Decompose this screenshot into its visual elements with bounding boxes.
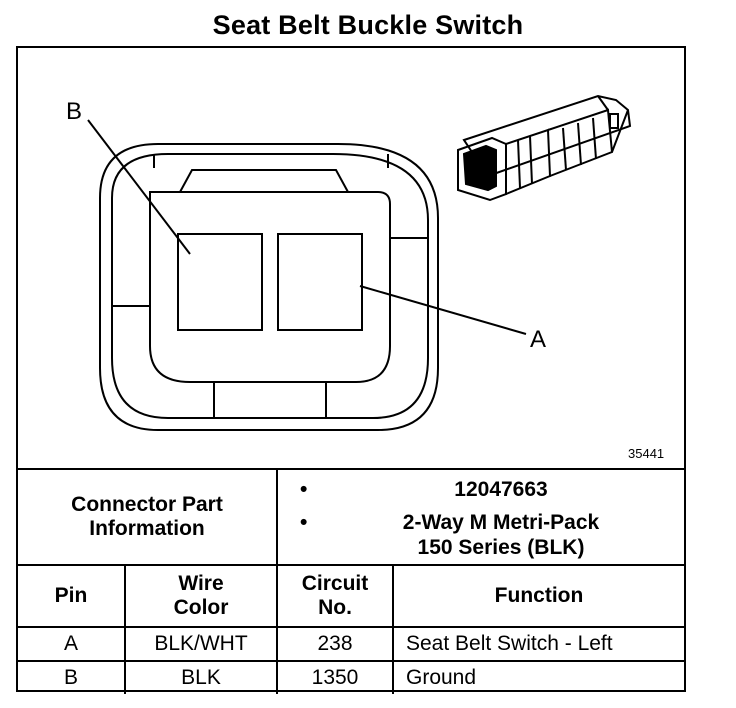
table-header-row: Pin Wire Color Circuit No. Function	[18, 564, 684, 628]
header-circuit: Circuit No.	[276, 564, 394, 628]
connector-info-item-cont: 150 Series (BLK)	[318, 535, 684, 560]
diagram-frame: B A 35441 Connector Part Information • 12…	[16, 46, 686, 694]
table-row: A BLK/WHT 238 Seat Belt Switch - Left	[18, 626, 684, 662]
connector-info-label: Connector Part Information	[18, 468, 278, 566]
page-title: Seat Belt Buckle Switch	[212, 10, 524, 40]
header-wire-color-line2: Color	[173, 596, 229, 619]
header-function-text: Function	[494, 584, 584, 607]
pin-cavity-b	[177, 233, 263, 331]
row-b-wire-color: BLK	[124, 660, 278, 694]
row-a-wire-color: BLK/WHT	[124, 626, 278, 662]
connector-latch	[179, 169, 349, 193]
part-number: 12047663	[454, 477, 548, 501]
connector-inner-ring	[111, 153, 429, 419]
connector-info-item: • 2-Way M Metri-Pack	[300, 510, 684, 535]
leader-line-a	[359, 285, 527, 335]
connector-table: Connector Part Information • 12047663 • 2-…	[18, 468, 684, 694]
row-b-pin: B	[18, 660, 126, 694]
table-row: B BLK 1350 Ground	[18, 660, 684, 694]
row-b-circuit: 1350	[276, 660, 394, 694]
connector-info-row: Connector Part Information • 12047663 • 2-…	[18, 468, 684, 566]
row-a-pin: A	[18, 626, 126, 662]
row-b-function: Ground	[392, 660, 684, 694]
connector-drawing	[87, 94, 632, 431]
connector-type-line1: 2-Way M Metri-Pack	[402, 510, 600, 534]
bullet: •	[300, 510, 308, 534]
pin-cavity-a	[277, 233, 363, 331]
bullet: •	[300, 477, 308, 501]
header-pin: Pin	[18, 564, 126, 628]
header-pin-text: Pin	[54, 584, 88, 607]
connector-info-list: • 12047663 • 2-Way M Metri-Pack 150 Series…	[276, 468, 684, 566]
pin-label-a: A	[530, 326, 547, 353]
connector-cavity	[149, 191, 391, 383]
header-circuit-line1: Circuit	[301, 572, 369, 595]
header-function: Function	[392, 564, 684, 628]
connector-info-item: • 12047663	[300, 477, 684, 502]
figure-number: 35441	[628, 446, 665, 461]
leader-line-b	[87, 119, 191, 255]
header-wire-color-line1: Wire	[178, 572, 224, 595]
header-circuit-line2: No.	[318, 596, 352, 619]
connector-type-line2: 150 Series (BLK)	[417, 535, 585, 559]
row-a-function: Seat Belt Switch - Left	[392, 626, 684, 662]
connector-info-label-text: Connector Part Information	[71, 493, 223, 540]
header-wire-color: Wire Color	[124, 564, 278, 628]
row-a-circuit: 238	[276, 626, 394, 662]
connector-diagram: B A 35441	[18, 48, 684, 468]
pin-label-b: B	[66, 98, 83, 125]
connector-outer-shell	[99, 143, 439, 431]
connector-3d-illustration	[457, 94, 632, 202]
